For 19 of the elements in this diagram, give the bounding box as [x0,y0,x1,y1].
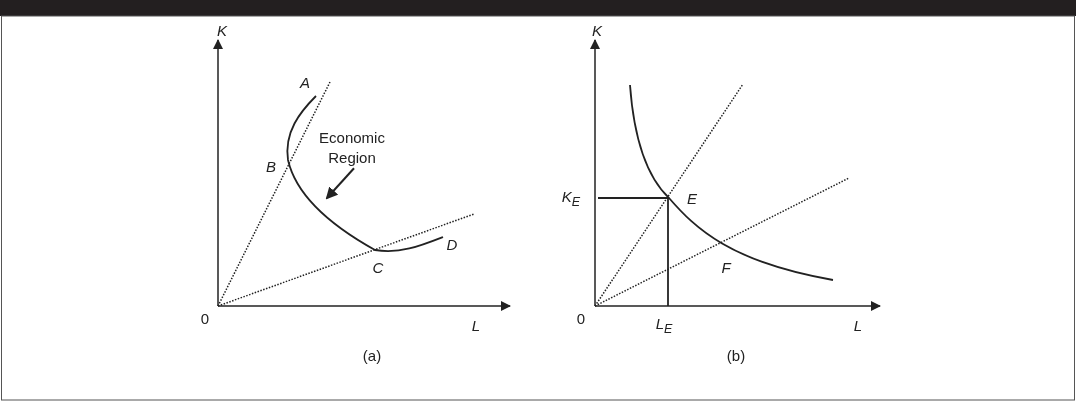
axis-label: K [592,22,602,38]
point-label: E [687,190,697,206]
origin-label: 0 [576,310,586,326]
isoquant-curve [286,95,444,252]
point-label: C [372,259,384,275]
axis-label: L$_{E}$ [655,316,673,336]
origin-label: 0 [200,310,210,326]
point-label: A [300,74,310,90]
panel-label: (b) [726,347,746,363]
axis-label: L [853,317,863,333]
axis-label: K [217,22,227,38]
pointer-arrow [325,167,355,200]
axis-label: K$_{E}$ [561,189,581,209]
axis-label: L [471,317,481,333]
point-label: F [721,259,731,275]
panel-label: (a) [362,347,382,363]
annotation-text: Economic Region [312,127,392,169]
point-label: B [266,158,276,174]
point-label: D [446,236,458,252]
